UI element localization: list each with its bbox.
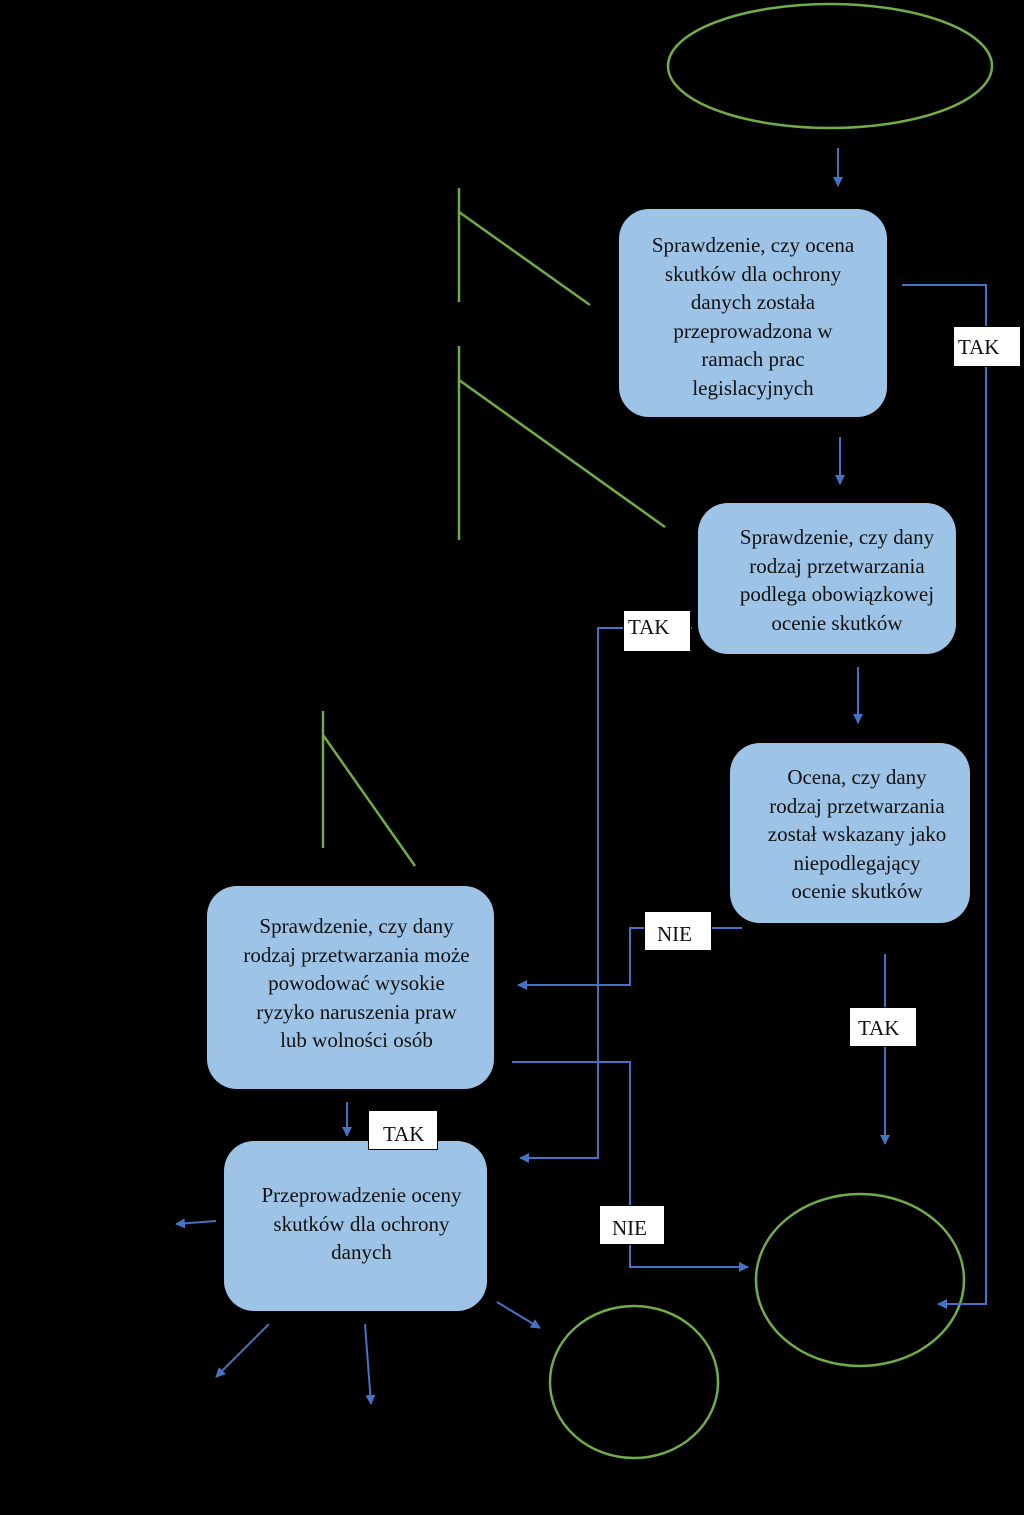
node-conduct-dpia-text: Przeprowadzenie oceny skutków dla ochron…: [261, 1183, 462, 1264]
node-conduct-dpia: Przeprowadzenie oceny skutków dla ochron…: [224, 1141, 487, 1311]
node-check-legislative-text: Sprawdzenie, czy ocena skutków dla ochro…: [651, 233, 855, 400]
arrow-dpia-down-left: [215, 1323, 270, 1378]
label-tak-exempt: TAK: [849, 1007, 917, 1047]
node-assess-exempt: Ocena, czy dany rodzaj przetwarzania zos…: [730, 743, 970, 923]
label-tak-high-risk: TAK: [368, 1110, 438, 1150]
label-tak-legislative: TAK: [953, 326, 1021, 367]
end-terminal-no-dpia: [754, 1192, 966, 1368]
arrow-dpia-down: [364, 1323, 376, 1405]
arrow-dpia-to-end: [496, 1301, 541, 1329]
callout-bracket-2: [457, 346, 666, 540]
end-terminal-dpia: [548, 1304, 720, 1460]
callout-bracket-3: [321, 711, 417, 867]
label-tak-mandatory: TAK: [623, 610, 691, 652]
arrow-dpia-left: [175, 1218, 217, 1229]
node-check-mandatory-text: Sprawdzenie, czy dany rodzaj przetwarzan…: [739, 525, 935, 635]
node-check-high-risk-text: Sprawdzenie, czy dany rodzaj przetwarzan…: [243, 914, 470, 1052]
callout-bracket-1: [457, 188, 591, 307]
node-assess-exempt-text: Ocena, czy dany rodzaj przetwarzania zos…: [767, 765, 947, 903]
connector-highrisk-nie: [512, 1061, 749, 1272]
node-check-legislative: Sprawdzenie, czy ocena skutków dla ochro…: [619, 209, 887, 417]
connector-legislative-tak: [902, 284, 987, 1309]
connector-mandatory-tak: [519, 627, 692, 1163]
node-check-mandatory: Sprawdzenie, czy dany rodzaj przetwarzan…: [698, 503, 956, 654]
label-nie-exempt: NIE: [644, 911, 712, 951]
node-check-high-risk: Sprawdzenie, czy dany rodzaj przetwarzan…: [207, 886, 494, 1089]
label-nie-high-risk: NIE: [599, 1205, 665, 1245]
start-terminal: [666, 2, 994, 130]
